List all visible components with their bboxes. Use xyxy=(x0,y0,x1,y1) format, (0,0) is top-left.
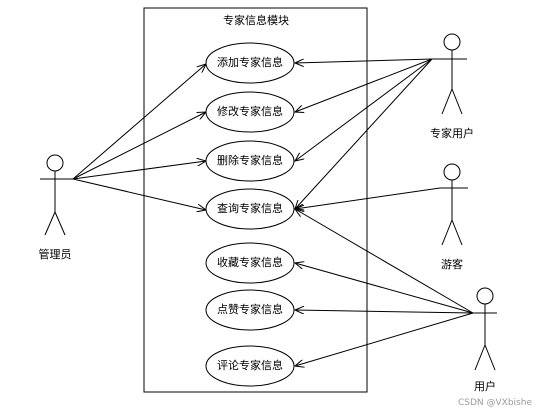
usecase-label: 评论专家信息 xyxy=(217,358,283,372)
actor-expert-label: 专家用户 xyxy=(430,126,474,140)
usecase-comment-expert-info[interactable]: 评论专家信息 xyxy=(205,345,295,387)
association-user-comment xyxy=(295,312,474,366)
usecase-label: 添加专家信息 xyxy=(217,55,283,69)
association-admin-query xyxy=(72,178,206,210)
system-title: 专家信息模块 xyxy=(223,13,289,27)
actor-admin-label: 管理员 xyxy=(39,247,72,261)
usecase-delete-expert-info[interactable]: 删除专家信息 xyxy=(205,140,295,182)
association-visitor-query xyxy=(295,187,441,209)
usecase-modify-expert-info[interactable]: 修改专家信息 xyxy=(205,91,295,133)
actor-head-icon xyxy=(476,287,494,305)
actor-admin: 管理员 xyxy=(39,154,73,261)
association-expert-query xyxy=(295,58,433,209)
actor-user-label: 用户 xyxy=(474,379,496,393)
usecase-query-expert-info[interactable]: 查询专家信息 xyxy=(205,188,295,230)
usecase-label: 删除专家信息 xyxy=(217,153,283,167)
usecase-label: 修改专家信息 xyxy=(217,104,283,118)
actor-visitor-label: 游客 xyxy=(441,257,463,271)
actor-head-icon xyxy=(46,154,64,172)
association-user-favorite xyxy=(295,263,474,314)
usecase-add-expert-info[interactable]: 添加专家信息 xyxy=(205,42,295,84)
usecase-label: 收藏专家信息 xyxy=(217,255,283,269)
association-admin-modify xyxy=(72,112,206,180)
watermark: CSDN @VXbishe xyxy=(458,398,532,408)
usecase-label: 点赞专家信息 xyxy=(217,302,283,316)
actor-user: 用户 xyxy=(473,287,497,393)
actor-head-icon xyxy=(443,33,461,51)
usecase-like-expert-info[interactable]: 点赞专家信息 xyxy=(205,289,295,331)
association-user-like xyxy=(295,310,474,313)
associations xyxy=(72,58,474,366)
usecase-favorite-expert-info[interactable]: 收藏专家信息 xyxy=(205,242,295,284)
association-expert-delete xyxy=(295,58,433,161)
actor-visitor: 游客 xyxy=(440,163,468,271)
association-admin-add xyxy=(72,64,206,180)
association-admin-delete xyxy=(72,161,206,180)
association-user-query xyxy=(295,209,474,314)
actor-head-icon xyxy=(443,163,461,181)
actor-expert: 专家用户 xyxy=(430,33,474,140)
use-cases: 添加专家信息 修改专家信息 删除专家信息 查询专家信息 收藏专家信息 点赞专家信… xyxy=(205,42,295,387)
usecase-label: 查询专家信息 xyxy=(217,201,283,215)
association-expert-add xyxy=(295,58,433,63)
association-expert-modify xyxy=(295,58,433,112)
